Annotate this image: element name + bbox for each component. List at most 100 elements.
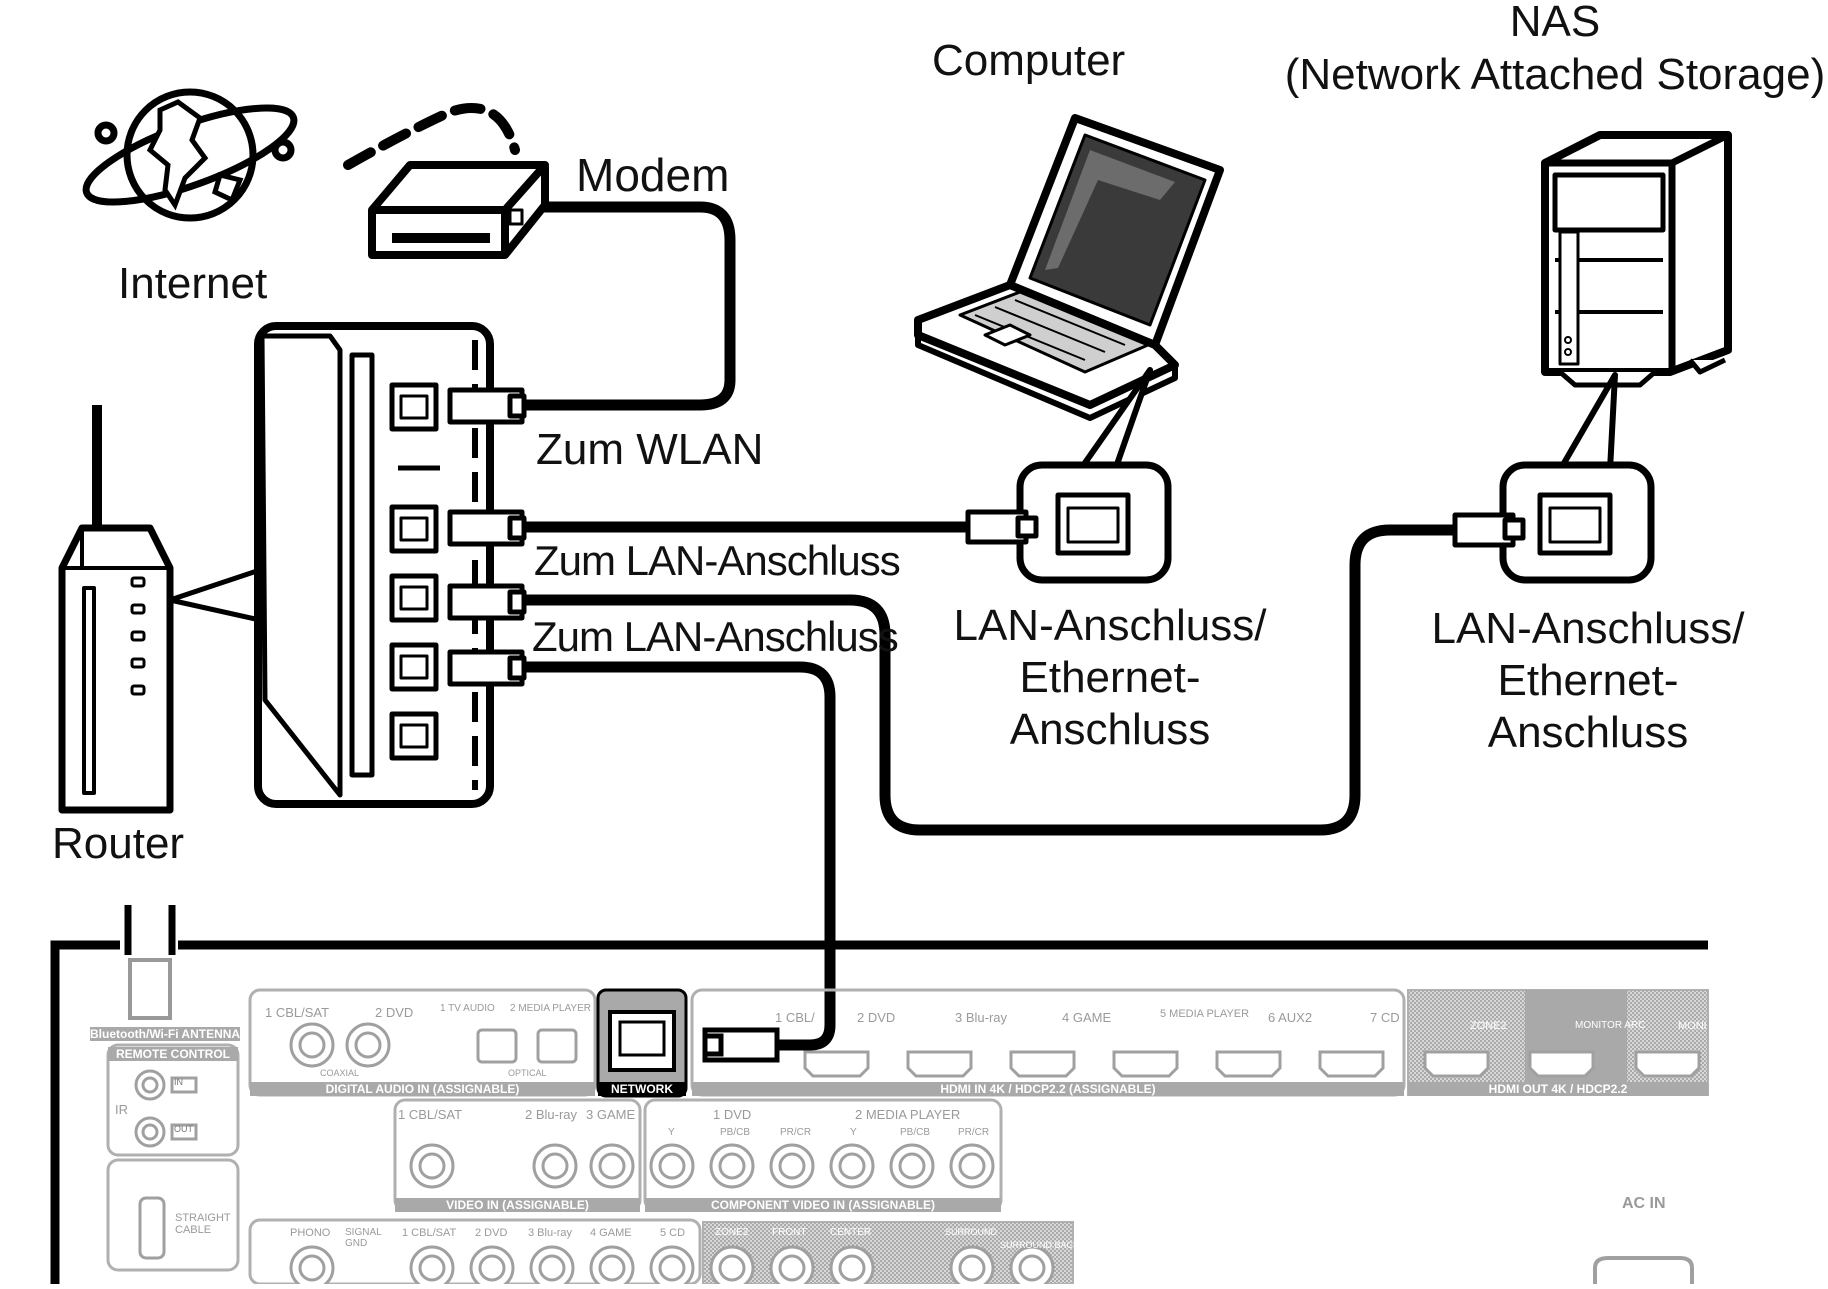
ac-in-label: AC IN [1622, 1195, 1666, 1212]
nas-label-line1: NAS [1509, 0, 1601, 46]
lan-nas-line1: LAN-Anschluss/ [1431, 604, 1745, 653]
digital-input-1: 1 CBL/SAT [265, 1005, 330, 1020]
video-input-3: 3 GAME [586, 1107, 636, 1122]
audio-label-zone2: ZONE2 [715, 1227, 749, 1238]
plug-nas [1452, 512, 1526, 548]
digital-input-4: 2 MEDIA PLAYER [510, 1003, 591, 1014]
lan-nas-line2: Ethernet- [1497, 656, 1679, 705]
video-bar: VIDEO IN (ASSIGNABLE) [395, 1198, 640, 1212]
zum-wlan-label: Zum WLAN [536, 425, 764, 474]
hdmi-input-1: 1 CBL/ [775, 1010, 815, 1025]
router-port-4 [389, 711, 439, 761]
plug-receiver [702, 1027, 780, 1063]
bluetooth-antenna-label: Bluetooth/Wi-Fi ANTENNA [90, 1027, 241, 1041]
lan-computer-line1: LAN-Anschluss/ [953, 601, 1267, 650]
nas-label-line2: (Network Attached Storage) [1284, 49, 1826, 99]
router-label: Router [52, 819, 185, 868]
lan-port-computer-label: LAN-Anschluss/ Ethernet- Anschluss [935, 600, 1285, 756]
lan-computer-line3: Anschluss [1009, 705, 1211, 754]
component-group-2: 2 MEDIA PLAYER [855, 1107, 961, 1122]
audio-label-phono: PHONO [290, 1227, 331, 1239]
audio-label-3: 3 Blu-ray [528, 1227, 573, 1239]
component-channel-3: PR/CR [780, 1127, 812, 1138]
computer-label: Computer [932, 36, 1126, 85]
router-icon [58, 405, 263, 814]
cable-modem-wlan [504, 201, 736, 411]
internet-globe-icon [82, 88, 298, 222]
hdmi-input-7: 7 CD [1370, 1010, 1400, 1025]
cable-router-nas [514, 524, 1461, 836]
plug-computer [965, 509, 1039, 545]
internet-label: Internet [118, 259, 268, 308]
zum-lan-label-2: Zum LAN-Anschluss [532, 613, 899, 660]
cables [343, 103, 1461, 1051]
audio-label-signal-gnd: SIGNAL GND [345, 1227, 382, 1249]
plug-lan-1 [447, 509, 527, 547]
nas-label: NAS (Network Attached Storage) [1275, 0, 1828, 102]
hdmi-output-3: MONI [1678, 1020, 1707, 1032]
audio-label-1: 1 CBL/SAT [402, 1227, 457, 1239]
component-channel-5: PB/CB [900, 1127, 931, 1138]
cable-router-receiver [514, 661, 836, 1051]
video-input-1: 1 CBL/SAT [398, 1107, 463, 1122]
receiver-network-port [596, 988, 688, 1098]
digital-input-3: 1 TV AUDIO [440, 1003, 495, 1014]
audio-label-surround-back: SURROUND BACK [1000, 1240, 1080, 1250]
cable-internet-modem [343, 103, 520, 170]
nas-tower-icon [1541, 131, 1732, 388]
remote-control-bar: REMOTE CONTROL [108, 1047, 238, 1061]
audio-label-5: 5 CD [660, 1227, 686, 1239]
component-channel-4: Y [850, 1127, 857, 1138]
plug-lan-3 [447, 649, 527, 687]
nas-port-callout [1452, 372, 1655, 584]
audio-label-2: 2 DVD [475, 1227, 508, 1239]
hdmi-input-3: 3 Blu-ray [955, 1010, 1008, 1025]
digital-audio-bar: DIGITAL AUDIO IN (ASSIGNABLE) [250, 1082, 595, 1096]
optical-label: OPTICAL [508, 1068, 547, 1078]
receiver-rear-panel [50, 905, 1709, 1289]
component-channel-2: PB/CB [720, 1127, 751, 1138]
audio-label-front: FRONT [772, 1227, 807, 1238]
antenna [124, 905, 176, 1020]
router-port-2 [389, 573, 439, 623]
computer-port-callout [965, 367, 1172, 584]
hdmi-in-bar: HDMI IN 4K / HDCP2.2 (ASSIGNABLE) [692, 1082, 1404, 1096]
video-input-2: 2 Blu-ray [525, 1107, 578, 1122]
lan-computer-line2: Ethernet- [1019, 653, 1201, 702]
router-port-1 [389, 504, 439, 554]
hdmi-input-5: 5 MEDIA PLAYER [1160, 1008, 1250, 1020]
hdmi-input-6: 6 AUX2 [1268, 1010, 1313, 1025]
router-port-wlan [389, 382, 439, 432]
network-label: NETWORK [598, 1082, 686, 1096]
modem-label: Modem [576, 149, 730, 201]
component-channel-1: Y [668, 1127, 675, 1138]
lan-port-nas-label: LAN-Anschluss/ Ethernet- Anschluss [1408, 603, 1768, 759]
router-detail [254, 322, 527, 808]
hdmi-input-4: 4 GAME [1062, 1010, 1112, 1025]
digital-input-2: 2 DVD [375, 1005, 414, 1020]
hdmi-input-2: 2 DVD [857, 1010, 896, 1025]
ir-out-label: OUT [174, 1124, 193, 1134]
audio-label-4: 4 GAME [590, 1227, 632, 1239]
hdmi-output-2: MONITOR ARC [1575, 1020, 1646, 1031]
component-channel-6: PR/CR [958, 1127, 990, 1138]
audio-label-center: CENTER [830, 1227, 872, 1238]
component-group-1: 1 DVD [713, 1107, 752, 1122]
hdmi-out-bar: HDMI OUT 4K / HDCP2.2 [1408, 1082, 1708, 1096]
hdmi-output-1: ZONE2 [1470, 1020, 1507, 1032]
ir-in-label: IN [174, 1077, 183, 1087]
coaxial-label: COAXIAL [320, 1068, 360, 1078]
zum-lan-label-1: Zum LAN-Anschluss [534, 537, 901, 584]
modem-icon [368, 161, 549, 259]
ir-label: IR [115, 1102, 128, 1117]
audio-label-surround: SURROUND [945, 1227, 998, 1237]
component-video-bar: COMPONENT VIDEO IN (ASSIGNABLE) [645, 1198, 1001, 1212]
lan-nas-line3: Anschluss [1487, 708, 1689, 757]
plug-wlan [447, 387, 527, 425]
router-port-3 [389, 642, 439, 692]
plug-lan-2 [447, 583, 527, 621]
straight-cable-label: STRAIGHT CABLE [175, 1212, 231, 1236]
computer-laptop-icon [914, 114, 1224, 421]
